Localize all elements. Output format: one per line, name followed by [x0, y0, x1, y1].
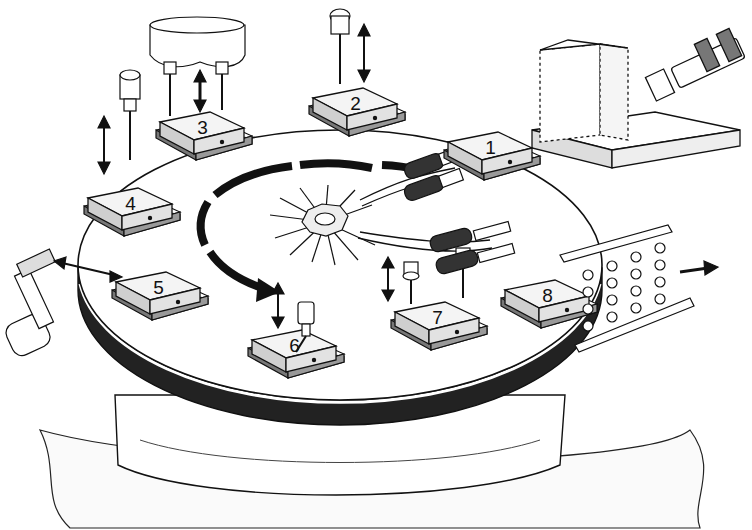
- hopper-feeder: [532, 28, 745, 168]
- station-fixture: [84, 188, 180, 236]
- station-fixture: [112, 272, 208, 320]
- station-fixture: [156, 112, 252, 160]
- callout-number: 1: [483, 138, 498, 157]
- station-number-box: 3: [195, 116, 210, 139]
- station-fixture: [501, 280, 597, 328]
- station-number-box: 8: [540, 284, 555, 307]
- callout-number: 4: [123, 194, 138, 213]
- station-number-box: 6: [287, 334, 302, 357]
- station-number-box: 7: [430, 306, 445, 329]
- multi-spindle-head: [150, 17, 245, 116]
- station-fixture: [444, 132, 540, 180]
- callout-number: 7: [430, 308, 445, 327]
- callout-number: 5: [151, 278, 166, 297]
- callout-number: 2: [348, 94, 363, 113]
- table-top: [78, 130, 602, 400]
- drill-tool: [330, 9, 370, 84]
- station-fixture: [248, 330, 344, 378]
- station-fixture: [391, 302, 487, 350]
- callout-number: 3: [195, 118, 210, 137]
- station-number-box: 1: [483, 136, 498, 159]
- callout-number: 6: [287, 336, 302, 355]
- central-hub: [270, 185, 375, 265]
- drill-tool: [98, 70, 140, 174]
- station-fixture: [309, 88, 405, 136]
- callout-number: 8: [540, 286, 555, 305]
- station-number-box: 4: [123, 192, 138, 215]
- output-chute: [560, 225, 718, 352]
- ejector-cylinders: [429, 222, 515, 276]
- station-number-box: 5: [151, 276, 166, 299]
- station-number-box: 2: [348, 92, 363, 115]
- milling-tool: [3, 249, 122, 359]
